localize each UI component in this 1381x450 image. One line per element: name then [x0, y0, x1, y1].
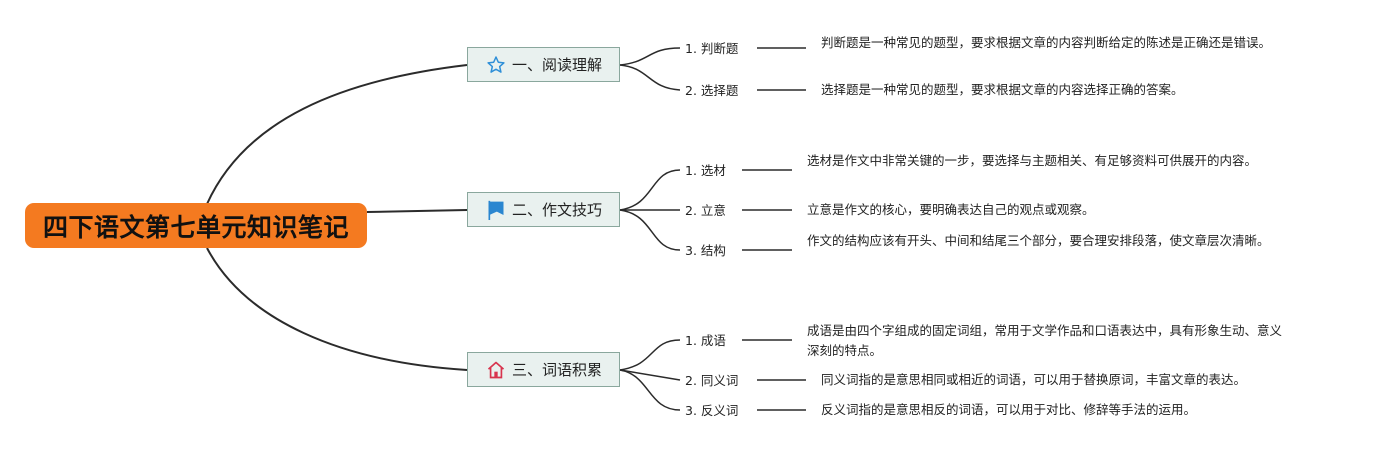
- leaf-antonyms[interactable]: 3. 反义词: [685, 403, 739, 418]
- leaf-material-selection[interactable]: 1. 选材: [685, 163, 726, 178]
- branch-label: 三、词语积累: [511, 361, 602, 379]
- desc-structure: 作文的结构应该有开头、中间和结尾三个部分，要合理安排段落，使文章层次清晰。: [807, 233, 1270, 248]
- branch-reading-comprehension[interactable]: 一、阅读理解: [467, 47, 620, 82]
- connector-branch-1-leaf-2: [619, 64, 681, 91]
- flag-icon: [485, 199, 507, 221]
- leaf-structure[interactable]: 3. 结构: [685, 243, 726, 258]
- desc-material-selection: 选材是作文中非常关键的一步，要选择与主题相关、有足够资料可供展开的内容。: [807, 153, 1258, 168]
- connector-root-branch-1: [206, 64, 468, 205]
- home-icon: [485, 359, 507, 381]
- leaf-synonyms[interactable]: 2. 同义词: [685, 373, 739, 388]
- branch-vocabulary[interactable]: 三、词语积累: [467, 352, 620, 387]
- connector-root-branch-2: [366, 209, 468, 213]
- root-topic-label: 四下语文第七单元知识笔记: [42, 212, 349, 242]
- connector-root-branch-3: [206, 247, 468, 371]
- star-icon: [485, 54, 507, 76]
- leaf-true-false[interactable]: 1. 判断题: [685, 41, 739, 56]
- connector-branch-3-leaf-3: [619, 369, 681, 411]
- leaf-idioms[interactable]: 1. 成语: [685, 333, 726, 348]
- branch-label: 二、作文技巧: [511, 201, 602, 219]
- desc-antonyms: 反义词指的是意思相反的词语，可以用于对比、修辞等手法的运用。: [821, 402, 1197, 417]
- connector-branch-3-leaf-2: [619, 369, 681, 381]
- root-topic[interactable]: 四下语文第七单元知识笔记: [25, 203, 367, 248]
- desc-true-false: 判断题是一种常见的题型，要求根据文章的内容判断给定的陈述是正确还是错误。: [821, 35, 1272, 50]
- leaf-central-idea[interactable]: 2. 立意: [685, 203, 726, 218]
- connector-branch-1-leaf-1: [619, 47, 681, 66]
- desc-multiple-choice: 选择题是一种常见的题型，要求根据文章的内容选择正确的答案。: [821, 82, 1184, 97]
- desc-idioms: 成语是由四个字组成的固定词组，常用于文学作品和口语表达中，具有形象生动、意义深刻…: [807, 323, 1283, 358]
- desc-central-idea: 立意是作文的核心，要明确表达自己的观点或观察。: [807, 202, 1095, 217]
- connector-branch-2-leaf-1: [619, 169, 681, 211]
- connector-branch-2-leaf-3: [619, 209, 681, 251]
- leaf-multiple-choice[interactable]: 2. 选择题: [685, 83, 739, 98]
- desc-synonyms: 同义词指的是意思相同或相近的词语，可以用于替换原词，丰富文章的表达。: [821, 372, 1247, 387]
- connector-branch-3-leaf-1: [619, 339, 681, 371]
- branch-writing-skills[interactable]: 二、作文技巧: [467, 192, 620, 227]
- branch-label: 一、阅读理解: [511, 56, 602, 74]
